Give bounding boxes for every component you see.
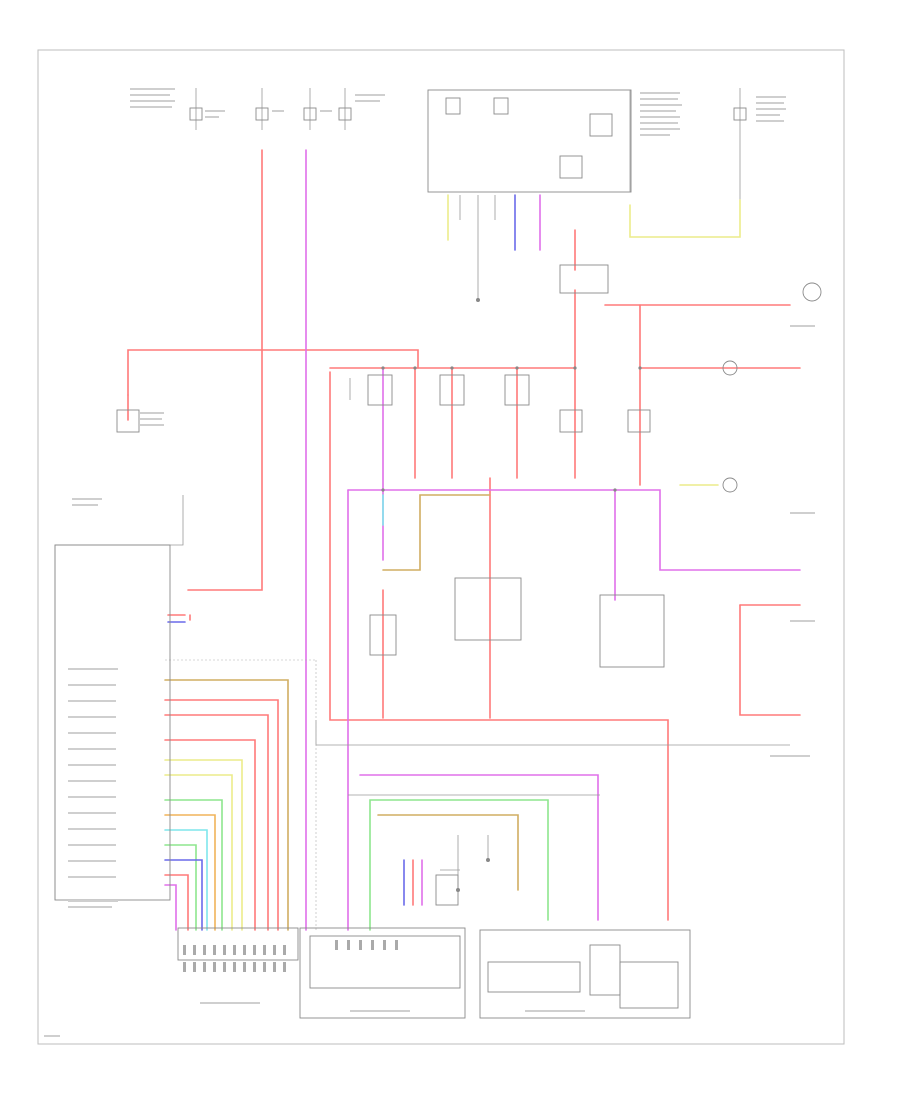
terminal-dots (381, 298, 642, 892)
driver-door-lock-unit (299, 927, 466, 1019)
diagram-frame (37, 49, 845, 1045)
top-power-distribution (189, 88, 747, 200)
label-marks (44, 88, 815, 1037)
body-control-module (54, 544, 171, 901)
driver-control-switch (479, 929, 691, 1019)
components (54, 264, 822, 1019)
combination-switch (177, 927, 299, 961)
wires (127, 149, 801, 931)
connector-pins (183, 940, 398, 972)
relay-box (427, 89, 632, 193)
left-relay (116, 409, 140, 433)
